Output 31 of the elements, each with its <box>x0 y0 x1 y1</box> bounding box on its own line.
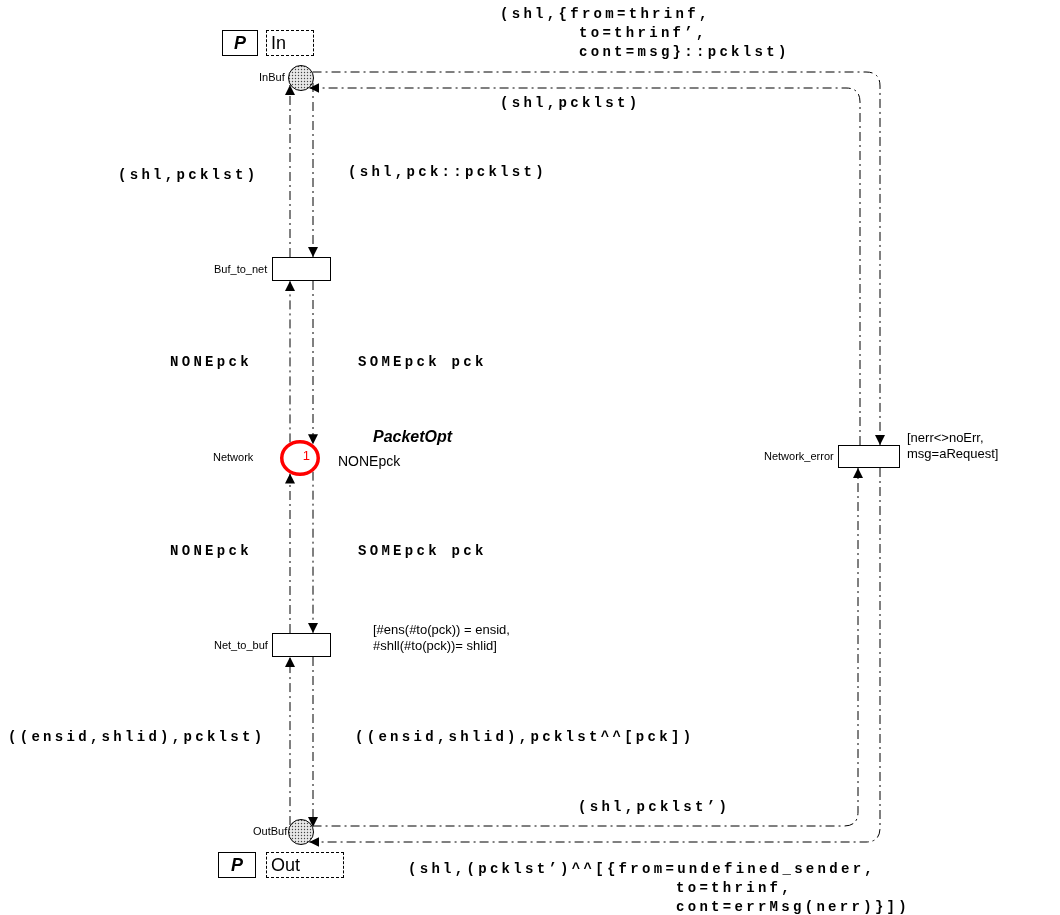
initial-marking: NONEpck <box>338 453 401 471</box>
place-circle <box>288 65 314 91</box>
arc-inscription: NONEpck <box>170 542 252 561</box>
port-tag: P <box>218 852 256 878</box>
transition-name: Net_to_buf <box>214 639 268 653</box>
arrow <box>308 656 318 828</box>
arc-inscription: NONEpck <box>170 353 252 372</box>
arrow <box>285 656 295 826</box>
place-circle <box>280 440 320 476</box>
arrow <box>308 82 318 258</box>
arrow <box>285 280 295 443</box>
transition-box <box>838 445 900 468</box>
arrow <box>285 84 295 258</box>
transition-name: Network_error <box>764 450 834 464</box>
transition-name: Buf_to_net <box>214 263 268 277</box>
arrow <box>285 473 295 634</box>
place-name: InBuf <box>259 71 285 85</box>
guard-text: [nerr<>noErr, msg=aRequest] <box>907 430 1000 463</box>
place-name: OutBuf <box>253 825 288 839</box>
arrow <box>308 471 318 634</box>
color-set-label: PacketOpt <box>373 427 453 447</box>
place-circle <box>288 819 314 845</box>
port-tag: In <box>266 30 314 56</box>
transition-box <box>272 633 331 657</box>
transition-box <box>272 257 331 281</box>
port-tag: P <box>222 30 258 56</box>
place-name: Network <box>213 451 254 465</box>
token-count: 1 <box>302 449 310 462</box>
arrow <box>308 280 318 445</box>
port-tag: Out <box>266 852 344 878</box>
guard-text: [#ens(#to(pck)) = ensid, #shll(#to(pck))= shlid] <box>373 622 511 655</box>
